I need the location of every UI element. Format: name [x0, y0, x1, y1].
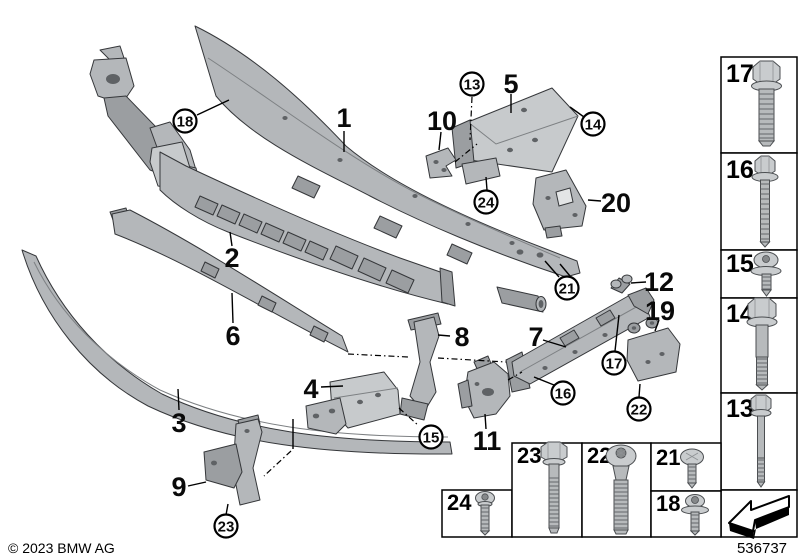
- callout-18[interactable]: 18: [172, 108, 198, 134]
- fastener-box-14[interactable]: 14: [720, 297, 798, 394]
- part-20-gusset: [532, 169, 587, 239]
- svg-text:23: 23: [517, 443, 541, 468]
- svg-text:16: 16: [555, 386, 572, 403]
- callout-1[interactable]: 1: [336, 103, 351, 133]
- callout-9[interactable]: 9: [171, 472, 186, 502]
- part-2-absorber: [149, 141, 456, 307]
- copyright-text: © 2023 BMW AG: [8, 540, 115, 556]
- hex-flange-bolt-long-icon: [751, 155, 779, 248]
- fastener-box-17[interactable]: 17: [720, 56, 798, 154]
- diagram-number: 536737: [737, 540, 787, 557]
- hex-flange-bolt-part-thread-icon: [746, 297, 778, 391]
- svg-text:24: 24: [478, 195, 495, 212]
- fastener-table-bottom: 24 23 22: [441, 441, 722, 538]
- leader-lines: [177, 94, 660, 516]
- svg-text:22: 22: [631, 402, 648, 419]
- fastener-box-22[interactable]: 22: [581, 442, 652, 538]
- svg-text:13: 13: [464, 77, 481, 94]
- svg-text:14: 14: [585, 117, 602, 134]
- callout-21[interactable]: 21: [554, 275, 580, 301]
- svg-text:13: 13: [726, 395, 754, 423]
- part-8-bracket: [399, 312, 442, 421]
- svg-text:23: 23: [218, 519, 235, 536]
- svg-text:17: 17: [726, 60, 754, 88]
- callout-24[interactable]: 24: [473, 189, 499, 215]
- callout-5[interactable]: 5: [503, 69, 518, 99]
- part-19-bracket: [626, 317, 681, 382]
- hex-flange-bolt-icon: [751, 60, 782, 147]
- callout-22[interactable]: 22: [626, 396, 652, 422]
- part-7-rail: [505, 287, 655, 393]
- callout-2[interactable]: 2: [224, 243, 239, 273]
- hex-head-bolt-long-icon: [540, 441, 568, 534]
- svg-text:18: 18: [177, 114, 194, 131]
- svg-text:18: 18: [656, 491, 680, 516]
- fastener-box-24[interactable]: 24: [441, 489, 513, 538]
- callout-20[interactable]: 20: [601, 188, 631, 218]
- callout-13[interactable]: 13: [459, 71, 485, 97]
- direction-arrow-box: [720, 489, 798, 539]
- fastener-box-21[interactable]: 21: [650, 442, 722, 492]
- callout-23[interactable]: 23: [213, 513, 239, 539]
- part-11-bracket: [457, 355, 511, 419]
- direction-arrow-icon: [728, 495, 790, 539]
- part-3-support-bar: [21, 249, 453, 455]
- callout-19[interactable]: 19: [645, 296, 675, 326]
- callout-16[interactable]: 16: [550, 380, 576, 406]
- svg-text:15: 15: [726, 250, 754, 278]
- callout-17[interactable]: 17: [601, 350, 627, 376]
- callout-10[interactable]: 10: [427, 106, 457, 136]
- part-5-crashbox: [451, 87, 579, 185]
- torx-washer-screw-short-icon: [750, 251, 782, 297]
- part-10-bracket: [425, 147, 457, 179]
- callout-3[interactable]: 3: [171, 408, 186, 438]
- part-12-clip: [610, 274, 633, 294]
- fastener-box-23[interactable]: 23: [511, 441, 583, 538]
- callout-8[interactable]: 8: [454, 322, 469, 352]
- callout-12[interactable]: 12: [644, 267, 674, 297]
- callout-11[interactable]: 11: [473, 426, 502, 456]
- part-1-carrier-beam: [194, 25, 581, 278]
- fastener-box-15[interactable]: 15: [720, 249, 798, 299]
- callout-14[interactable]: 14: [580, 111, 606, 137]
- torx-washer-screw-icon: [681, 494, 709, 536]
- svg-text:17: 17: [606, 356, 623, 373]
- pan-head-screw-short-icon: [680, 448, 704, 489]
- fastener-table-sidebar: 17 16 15: [720, 56, 798, 539]
- callout-4[interactable]: 4: [303, 374, 318, 404]
- oval-head-torx-bolt-icon: [605, 444, 637, 535]
- callout-6[interactable]: 6: [225, 321, 240, 351]
- callouts: 1 2 3 4 5 6 7 8 9 10 11 12 19 20 13 14 1…: [171, 69, 675, 539]
- torx-pan-screw-icon: [475, 491, 495, 536]
- part-towhook-box: [496, 286, 547, 313]
- callout-7[interactable]: 7: [528, 322, 543, 352]
- svg-text:15: 15: [423, 430, 440, 447]
- fastener-box-16[interactable]: 16: [720, 152, 798, 251]
- part-4-crashbox: [305, 371, 401, 435]
- hex-bolt-long-thin-icon: [750, 394, 772, 488]
- fastener-box-18[interactable]: 18: [650, 490, 722, 538]
- part-9-bracket: [203, 414, 263, 506]
- svg-text:21: 21: [559, 281, 576, 298]
- svg-text:24: 24: [447, 490, 472, 515]
- svg-text:21: 21: [656, 445, 680, 470]
- fastener-box-13[interactable]: 13: [720, 392, 798, 491]
- callout-15[interactable]: 15: [418, 424, 444, 450]
- part-illustrations: [21, 25, 681, 506]
- part-6-rail: [109, 207, 349, 353]
- svg-text:16: 16: [726, 156, 754, 184]
